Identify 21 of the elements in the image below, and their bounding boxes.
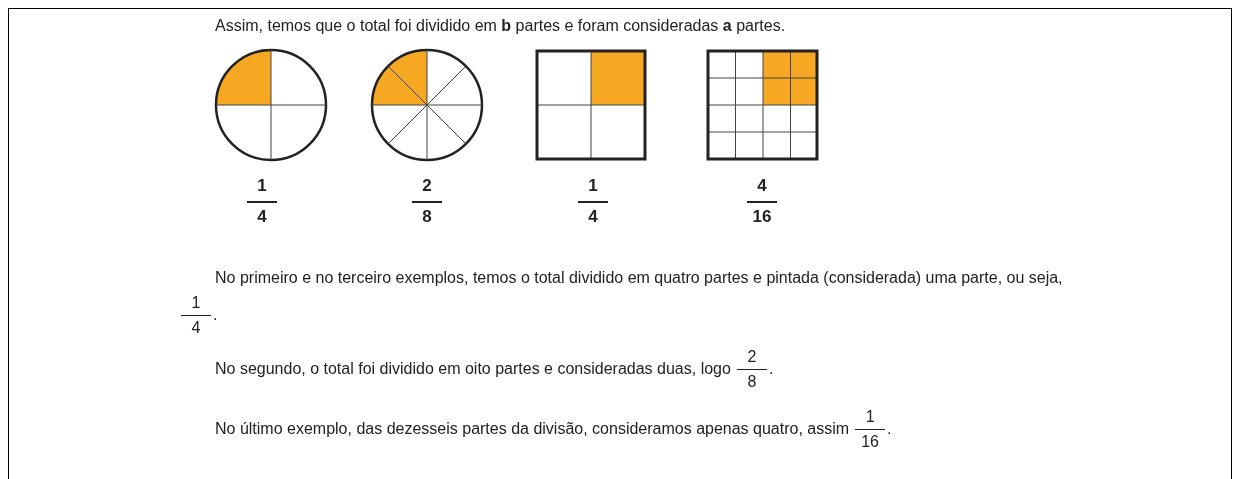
fraction-numerator: 2 [422,176,432,196]
fraction-denominator: 4 [257,207,267,227]
fraction-denominator: 8 [422,207,432,227]
fraction-denominator: 16 [861,433,879,451]
paragraph-text: No segundo, o total foi dividido em oito partes e consideradas duas, logo [215,359,731,377]
paragraph-text: No primeiro e no terceiro exemplos, temos o total dividido em quatro partes e pintada (considerada) uma parte, ou seja, [215,269,1063,286]
fraction-denominator: 8 [747,373,757,391]
fraction-denominator: 16 [752,207,772,227]
fraction-numerator: 1 [257,176,267,196]
fraction-denominator: 4 [588,207,598,227]
period-mark: . [213,305,218,323]
fraction-denominator: 4 [191,319,201,337]
fraction-numerator: 1 [865,408,875,426]
fraction-numerator: 2 [747,348,757,366]
period-mark: . [887,419,892,437]
fraction-numerator: 4 [757,176,767,196]
period-mark: . [768,359,774,377]
paragraph-text: No último exemplo, das dezesseis partes da divisão, consideramos apenas quatro, assim [215,419,850,437]
fraction-numerator: 1 [588,176,598,196]
intro-sentence: Assim, temos que o total foi dividido em b partes e foram consideradas a partes. [215,17,786,35]
fraction-numerator: 1 [191,294,201,312]
